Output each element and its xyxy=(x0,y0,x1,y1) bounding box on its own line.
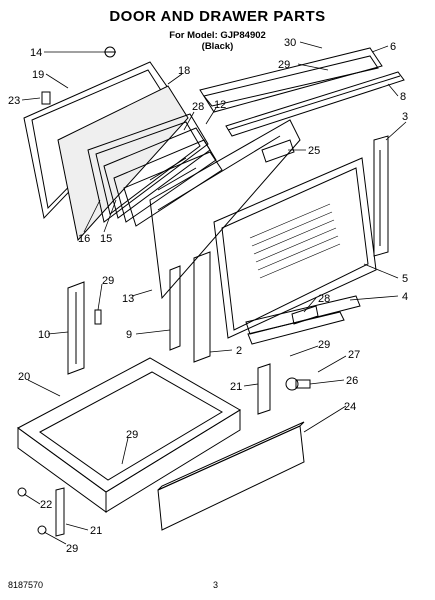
callout-29-bottom: 29 xyxy=(66,543,78,555)
callout-25: 25 xyxy=(308,145,320,157)
color-subtitle: (Black) xyxy=(201,41,234,52)
callout-13: 13 xyxy=(122,293,134,305)
door-side-rail-3 xyxy=(373,135,389,257)
callout-30: 30 xyxy=(284,37,296,49)
door-handle-8 xyxy=(225,71,405,137)
callout-4: 4 xyxy=(402,291,408,303)
callout-12: 12 xyxy=(214,99,226,111)
callout-16: 16 xyxy=(78,233,90,245)
callout-15: 15 xyxy=(100,233,112,245)
callout-28-lower: 28 xyxy=(318,293,330,305)
door-hinge-2 xyxy=(193,251,211,363)
callout-22: 22 xyxy=(40,499,52,511)
hinge-support-28 xyxy=(291,305,319,325)
bracket-25 xyxy=(261,139,295,163)
door-trim-6 xyxy=(199,47,383,113)
drawer-body-20 xyxy=(17,357,241,513)
drawer-front-24 xyxy=(157,421,305,531)
screw-14 xyxy=(104,46,116,58)
callout-20: 20 xyxy=(18,371,30,383)
model-subtitle: For Model: GJP84902 xyxy=(169,30,266,41)
callout-21-upper: 21 xyxy=(230,381,242,393)
callout-labels: 14 19 18 23 28 12 16 15 13 30 6 29 8 3 2… xyxy=(8,37,408,555)
door-frame-28 xyxy=(87,113,209,223)
callout-14: 14 xyxy=(30,47,42,59)
screw-29-left xyxy=(94,309,102,325)
callout-5: 5 xyxy=(402,273,408,285)
screws-22-29 xyxy=(17,487,47,535)
hinge-screws-23 xyxy=(41,91,51,105)
callout-29-right: 29 xyxy=(318,339,330,351)
document-code: 8187570 xyxy=(8,580,44,590)
outer-door-panel-5 xyxy=(213,157,377,339)
callout-23: 23 xyxy=(8,95,20,107)
callout-9: 9 xyxy=(126,329,132,341)
callout-29-left: 29 xyxy=(102,275,114,287)
insulation-18 xyxy=(57,85,189,242)
callout-8: 8 xyxy=(400,91,406,103)
callout-2: 2 xyxy=(236,345,242,357)
callout-18: 18 xyxy=(178,65,190,77)
callout-19: 19 xyxy=(32,69,44,81)
oven-hinge-10 xyxy=(67,281,85,375)
callout-3: 3 xyxy=(402,111,408,123)
page-title: DOOR AND DRAWER PARTS xyxy=(109,8,326,25)
door-vent-holes xyxy=(249,203,341,279)
callout-10: 10 xyxy=(38,329,50,341)
drawer-roller-26 xyxy=(285,377,311,391)
callout-29-upper: 29 xyxy=(278,59,290,71)
page-number: 3 xyxy=(213,580,219,590)
callout-26: 26 xyxy=(346,375,358,387)
drawer-slide-21 xyxy=(257,363,271,415)
callout-29-drawer: 29 xyxy=(126,429,138,441)
drawer-rail-21-lower xyxy=(55,487,65,537)
leader-lines xyxy=(21,41,407,545)
window-glass-16-15 xyxy=(103,127,223,227)
callout-6: 6 xyxy=(390,41,396,53)
callout-27: 27 xyxy=(348,349,360,361)
door-hinge-left-9 xyxy=(169,265,181,351)
callout-21-lower: 21 xyxy=(90,525,102,537)
inner-door-liner-13 xyxy=(149,119,301,300)
callout-28-upper: 28 xyxy=(192,101,204,113)
callout-24: 24 xyxy=(344,401,356,413)
